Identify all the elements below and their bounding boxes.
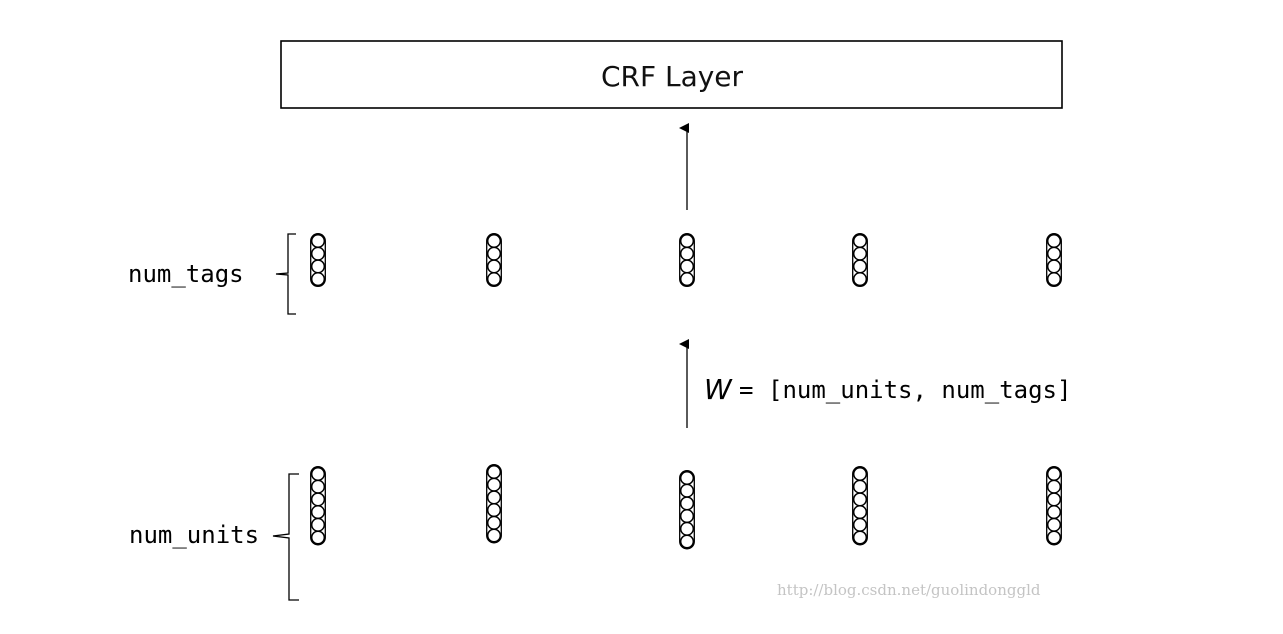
unit-neuron [679, 521, 695, 536]
tag-neuron [486, 259, 502, 274]
unit-neuron [310, 530, 326, 545]
weight-equals: = [739, 376, 753, 404]
unit-neuron [1046, 530, 1062, 545]
tag-neuron [310, 272, 326, 287]
num-units-annotation: num_units [129, 473, 299, 601]
tag-neuron [1046, 233, 1062, 249]
watermark: http://blog.csdn.net/guolindonggld [777, 581, 1041, 599]
unit-neuron [679, 534, 695, 549]
unit-column-outline [310, 466, 326, 546]
unit-column-2 [486, 464, 502, 544]
unit-neuron [1046, 466, 1062, 482]
tag-neuron [1046, 272, 1062, 287]
tag-neuron [679, 259, 695, 274]
unit-neuron [1046, 517, 1062, 532]
weight-shape: [num_units, num_tags] [768, 376, 1071, 404]
unit-neuron [486, 490, 502, 505]
unit-neuron [1046, 492, 1062, 507]
unit-layer [310, 464, 1062, 550]
tag-column-3 [679, 233, 695, 288]
tag-column-1 [310, 233, 326, 288]
unit-neuron [852, 466, 868, 482]
crf-layer-label: CRF Layer [601, 60, 744, 93]
unit-column-3 [679, 470, 695, 550]
tag-neuron [1046, 246, 1062, 261]
tag-neuron [310, 233, 326, 249]
tag-neuron [486, 233, 502, 249]
tag-neuron [852, 246, 868, 261]
unit-column-4 [852, 466, 868, 546]
tag-neuron [486, 272, 502, 287]
tag-neuron [679, 272, 695, 287]
unit-column-1 [310, 466, 326, 546]
num-tags-label: num_tags [128, 260, 244, 288]
unit-neuron [852, 505, 868, 520]
unit-column-outline [679, 470, 695, 550]
unit-neuron [486, 503, 502, 518]
unit-neuron [310, 492, 326, 507]
tag-neuron [852, 259, 868, 274]
tag-column-outline [486, 233, 502, 288]
unit-neuron [310, 505, 326, 520]
tag-neuron [310, 259, 326, 274]
crf-layer-box [280, 40, 1063, 109]
tag-column-4 [852, 233, 868, 288]
unit-neuron [486, 464, 502, 480]
unit-neuron [679, 496, 695, 511]
weight-symbol: W [704, 373, 733, 406]
num-tags-annotation: num_tags [128, 233, 296, 315]
unit-column-outline [852, 466, 868, 546]
tag-neuron [679, 233, 695, 249]
unit-neuron [486, 477, 502, 492]
unit-column-5 [1046, 466, 1062, 546]
tag-column-5 [1046, 233, 1062, 288]
unit-neuron [852, 492, 868, 507]
unit-neuron [852, 479, 868, 494]
unit-neuron [486, 515, 502, 530]
num-units-label: num_units [129, 521, 259, 549]
tag-neuron [310, 246, 326, 261]
num-units-brace [272, 473, 299, 601]
unit-column-outline [486, 464, 502, 544]
unit-neuron [679, 470, 695, 486]
unit-column-outline [1046, 466, 1062, 546]
unit-neuron [1046, 505, 1062, 520]
crf-layer: CRF Layer [280, 40, 1063, 109]
tag-column-outline [679, 233, 695, 288]
num-tags-brace [275, 233, 296, 315]
unit-neuron [310, 466, 326, 482]
tag-column-outline [852, 233, 868, 288]
tag-neuron [852, 233, 868, 249]
unit-neuron [852, 530, 868, 545]
tag-column-outline [1046, 233, 1062, 288]
tag-layer [310, 233, 1062, 288]
unit-neuron [310, 479, 326, 494]
tag-column-outline [310, 233, 326, 288]
tag-neuron [679, 246, 695, 261]
unit-neuron [852, 517, 868, 532]
tag-neuron [486, 246, 502, 261]
tag-neuron [1046, 259, 1062, 274]
unit-neuron [310, 517, 326, 532]
tag-neuron [852, 272, 868, 287]
unit-neuron [1046, 479, 1062, 494]
tag-column-2 [486, 233, 502, 288]
unit-neuron [679, 509, 695, 524]
weight-annotation: W = [num_units, num_tags] [704, 373, 1071, 406]
unit-neuron [679, 483, 695, 498]
unit-neuron [486, 528, 502, 543]
